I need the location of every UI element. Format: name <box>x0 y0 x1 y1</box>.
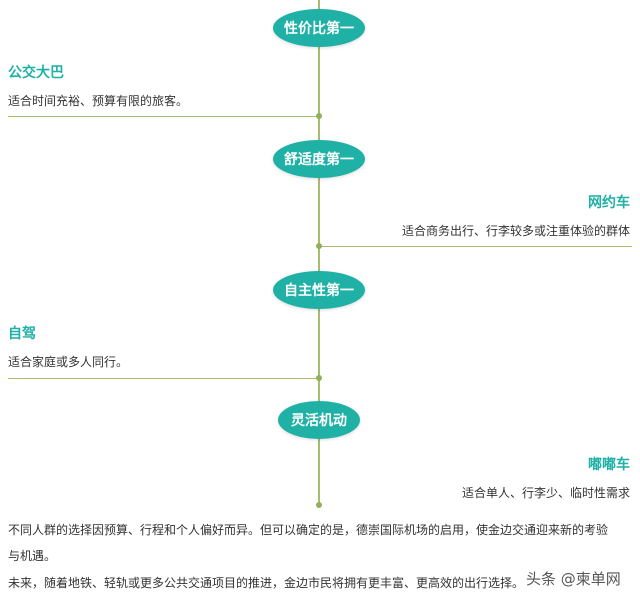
section-desc-ride-hailing: 适合商务出行、行李较多或注重体验的群体 <box>401 224 630 238</box>
badge-label: 舒适度第一 <box>284 152 354 168</box>
paragraph-2: 未来，随着地铁、轻轨或更多公共交通项目的推进，金边市民将拥有更丰富、更高效的出行… <box>8 576 525 590</box>
section-title-tuk-tuk: 嘟嘟车 <box>588 457 630 473</box>
watermark: 头条 @柬单网 <box>526 570 621 588</box>
timeline-axis <box>318 0 320 506</box>
badge-flexible: 灵活机动 <box>278 401 360 439</box>
badge-value-first: 性价比第一 <box>273 9 365 47</box>
timeline-dot <box>316 375 322 381</box>
section-title-ride-hailing: 网约车 <box>588 195 630 211</box>
connector-line <box>318 246 632 247</box>
badge-comfort-first: 舒适度第一 <box>273 140 365 178</box>
badge-label: 性价比第一 <box>284 21 354 37</box>
timeline-dot <box>316 113 322 119</box>
timeline-end-dot <box>316 502 322 508</box>
badge-label: 灵活机动 <box>291 413 347 429</box>
badge-label: 自主性第一 <box>284 283 354 299</box>
section-desc-bus: 适合时间充裕、预算有限的旅客。 <box>8 94 189 108</box>
section-title-self-drive: 自驾 <box>8 326 36 342</box>
paragraph-1-line-1: 不同人群的选择因预算、行程和个人偏好而异。但可以确定的是，德崇国际机场的启用，使… <box>8 523 609 537</box>
section-title-bus: 公交大巴 <box>8 65 64 81</box>
connector-line <box>8 116 320 117</box>
paragraph-1-line-2: 与机遇。 <box>8 549 57 563</box>
section-desc-self-drive: 适合家庭或多人同行。 <box>8 355 129 369</box>
badge-autonomy-first: 自主性第一 <box>273 271 365 309</box>
section-desc-tuk-tuk: 适合单人、行李少、临时性需求 <box>461 486 630 500</box>
timeline-dot <box>316 243 322 249</box>
connector-line <box>8 378 320 379</box>
